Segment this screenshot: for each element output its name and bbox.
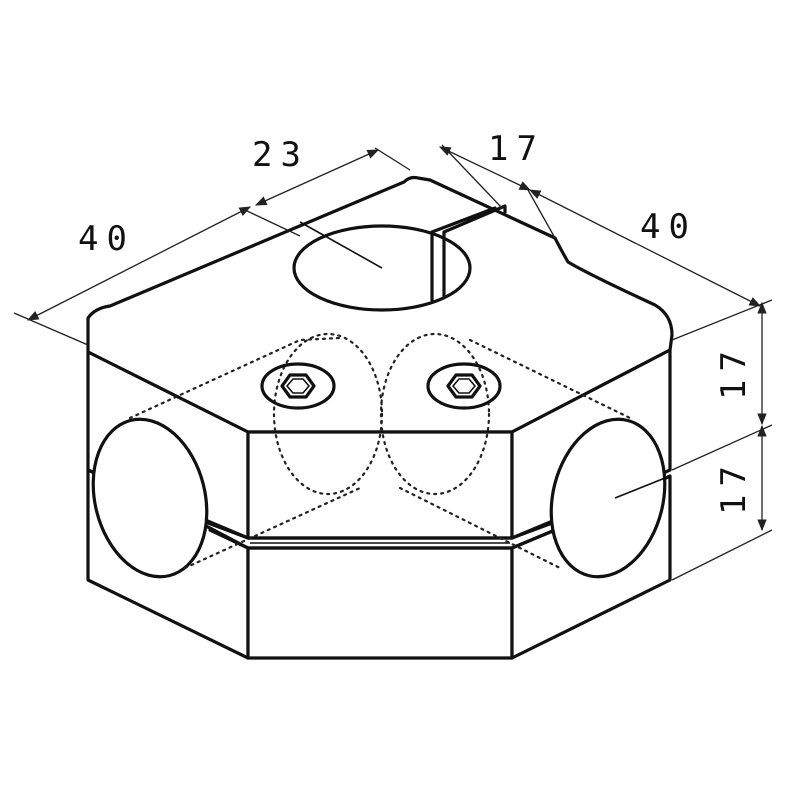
dim-label-height-upper: 17 — [714, 343, 754, 400]
dim-line-width-left — [26, 206, 252, 321]
hidden-lines — [128, 332, 632, 570]
dim-label-height-lower: 17 — [714, 458, 754, 515]
dimension-labels: 40 23 17 40 17 17 — [78, 129, 754, 515]
screw-right — [426, 362, 502, 410]
screw-left-counterbore — [260, 362, 336, 410]
dim-line-slot-offset — [438, 146, 532, 191]
left-bore-opening — [91, 417, 209, 579]
split-line — [198, 518, 557, 540]
vertical-bore — [292, 204, 507, 312]
hidden-bore-left-bottom — [183, 486, 362, 570]
split-line-lower — [208, 526, 562, 550]
bore-center-leader — [299, 221, 383, 269]
hidden-bore-left-top — [128, 336, 342, 420]
hex-socket-right-icon — [446, 373, 482, 399]
hidden-bore-right-top — [468, 338, 632, 420]
dim-line-width-right — [528, 189, 762, 307]
block-body — [86, 175, 674, 660]
front-face-lower — [246, 546, 514, 660]
dimension-lines — [13, 144, 773, 581]
dim-label-slot-offset: 17 — [488, 129, 545, 169]
side-bores — [91, 417, 667, 579]
dim-line-bore-center — [254, 149, 380, 206]
screw-left — [260, 362, 336, 410]
dim-label-bore-center: 23 — [252, 135, 309, 175]
clamp-slot — [430, 204, 507, 302]
right-bore-leader — [614, 477, 666, 499]
hidden-bore-right-bottom — [398, 486, 562, 570]
screw-right-counterbore — [426, 362, 502, 410]
vertical-bore-opening — [292, 224, 472, 312]
dim-label-width-right: 40 — [640, 207, 697, 247]
dim-label-width-left: 40 — [78, 219, 135, 259]
hidden-bore-right-circle — [379, 332, 491, 496]
right-bore-opening — [549, 417, 667, 579]
hex-socket-left-icon — [280, 373, 316, 399]
